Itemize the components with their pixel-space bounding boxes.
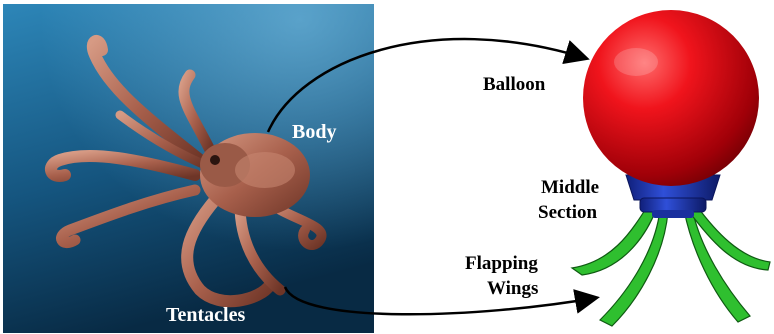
octopus-photo: Body Tentacles [3,4,374,333]
octopus-body [200,133,310,217]
wings-label-line1: Flapping [465,253,538,274]
robot-model [572,10,770,326]
flapping-wings [572,205,770,326]
wings-label-line2: Wings [487,278,538,299]
balloon-label: Balloon [483,74,546,95]
body-label: Body [292,121,336,143]
tentacles-label: Tentacles [166,304,245,326]
balloon [583,10,759,186]
middle-label-line1: Middle [541,177,599,198]
middle-label-line2: Section [538,202,598,223]
